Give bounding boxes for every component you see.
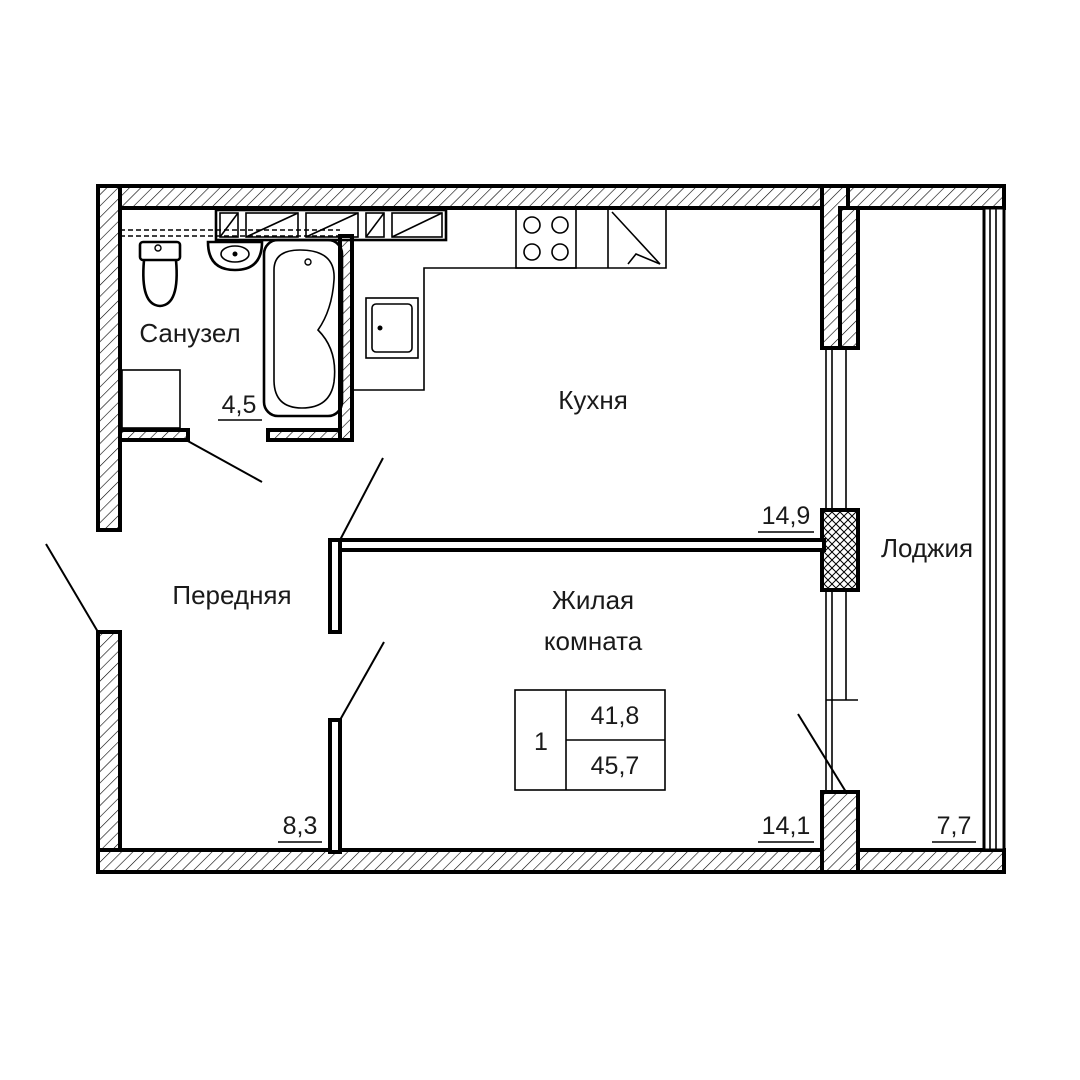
left-wall-lower [96, 630, 122, 874]
living-room-label-line1: Жилая [552, 585, 634, 615]
loggia-top-wall [826, 184, 1006, 210]
total-area-value: 45,7 [591, 752, 640, 780]
window-wall [797, 184, 860, 874]
washbasin [206, 240, 264, 272]
kitchen-label: Кухня [558, 385, 628, 415]
bathtub [262, 238, 344, 418]
kitchen-counter [352, 208, 667, 391]
wall-pier-middle [820, 508, 860, 592]
area-summary-box: 1 41,8 45,7 [514, 689, 666, 791]
loggia-frame [982, 206, 1006, 852]
bathroom-area: 4,5 [222, 391, 257, 419]
bathroom-bottom-wall-left [118, 428, 190, 442]
loggia-label: Лоджия [881, 533, 973, 563]
stove [515, 207, 577, 269]
loggia-area: 7,7 [937, 812, 972, 840]
kitchen-equipment [352, 207, 667, 391]
hall-partition-lower [328, 718, 342, 854]
outer-walls [96, 184, 1006, 874]
hallway-area: 8,3 [283, 812, 318, 840]
kitchen-area: 14,9 [762, 502, 811, 530]
washing-machine [121, 369, 181, 429]
living-room-area: 14,1 [762, 812, 811, 840]
cabinet-frame [214, 208, 448, 242]
bathroom-fixtures [120, 229, 344, 429]
top-wall [96, 184, 830, 210]
hall-partition-upper [328, 538, 342, 634]
kitchen-door-swing [339, 457, 384, 541]
left-wall-upper [96, 184, 122, 532]
living-room-label-line2: комната [544, 626, 643, 656]
bathroom-label: Санузел [139, 318, 240, 348]
kitchen-living-wall [328, 538, 826, 552]
sink [365, 297, 419, 359]
living-door-swing [339, 641, 385, 721]
bottom-wall [96, 848, 830, 874]
balcony-door-swing [797, 713, 847, 793]
fridge [611, 211, 661, 265]
hallway-label: Передняя [172, 580, 291, 610]
living-area-value: 41,8 [591, 702, 640, 730]
loggia-glazing [982, 206, 1006, 852]
bathroom-door-swing [185, 439, 263, 483]
doors [45, 439, 385, 721]
wall-pier-top-inner [838, 206, 860, 350]
wardrobe-cabinets [214, 208, 448, 242]
toilet [138, 240, 182, 308]
entrance-door-swing [45, 543, 99, 633]
wall-pier-bottom [820, 790, 860, 874]
bathroom-bottom-wall-right [266, 428, 352, 442]
rooms-count: 1 [534, 728, 548, 756]
